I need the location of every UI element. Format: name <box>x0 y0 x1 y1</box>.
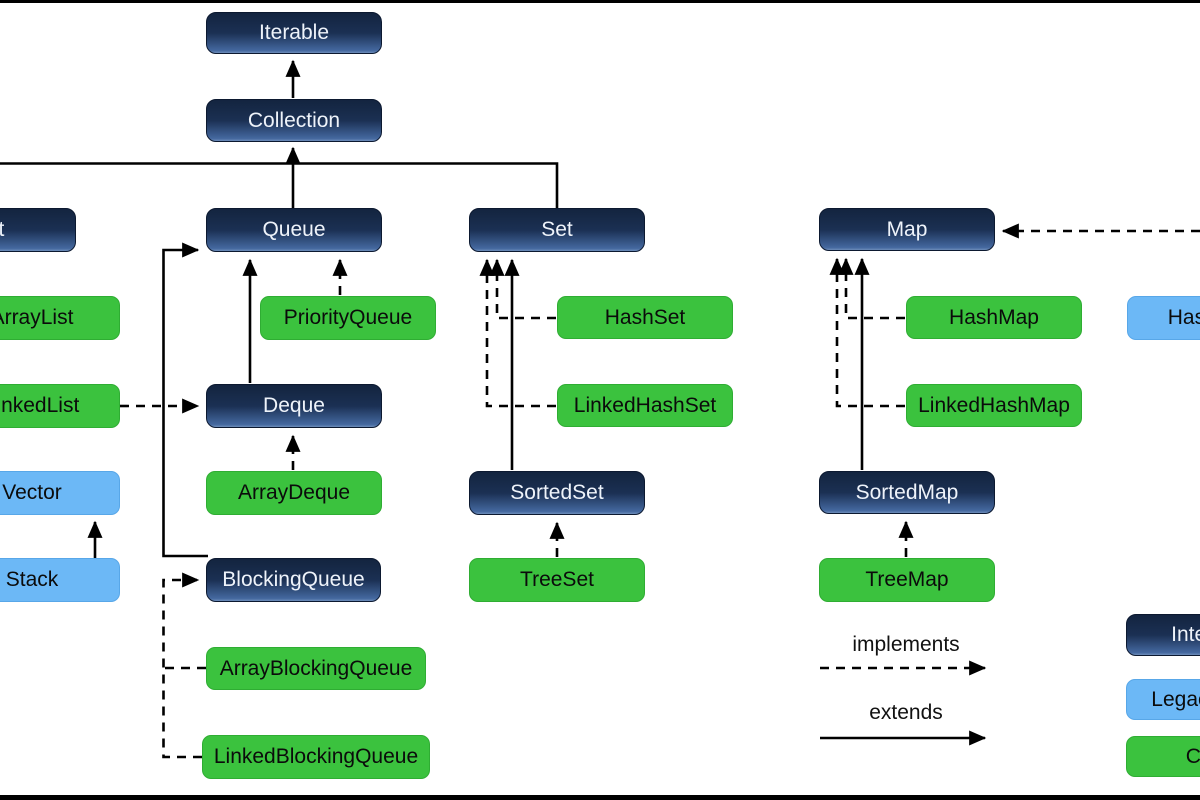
legend-class-box: Class <box>1126 736 1200 777</box>
edge-linkedhashmap-implements-map <box>829 257 905 408</box>
edge-linkedhashset-implements-set <box>479 258 556 408</box>
edge-hashset-implements-set <box>489 258 556 320</box>
edge-linkedblockingqueue-implements-blockingqueue <box>162 572 202 759</box>
legend-interface-box: Interface <box>1126 614 1200 656</box>
canvas-border-top <box>0 0 1200 3</box>
node-sortedmap: SortedMap <box>819 471 995 514</box>
node-iterable: Iterable <box>206 12 382 54</box>
node-hashtable: Hashtable <box>1127 296 1200 340</box>
node-queue: Queue <box>206 208 382 252</box>
node-collection: Collection <box>206 99 382 142</box>
node-deque: Deque <box>206 384 382 428</box>
node-arraylist: ArrayList <box>0 296 120 340</box>
node-stack: Stack <box>0 558 120 602</box>
node-hashmap: HashMap <box>906 296 1082 339</box>
edge-trunk-horizontal-to-set <box>0 162 559 208</box>
node-linkedhashset: LinkedHashSet <box>557 384 733 427</box>
edge-hashmap-implements-map <box>838 257 905 320</box>
node-blockingqueue: BlockingQueue <box>206 558 381 602</box>
node-vector: Vector <box>0 471 120 515</box>
node-map: Map <box>819 208 995 251</box>
legend-extends-label: extends <box>869 701 943 724</box>
node-sortedset: SortedSet <box>469 471 645 515</box>
node-set: Set <box>469 208 645 252</box>
node-priorityqueue: PriorityQueue <box>260 296 436 340</box>
node-linkedblockingqueue: LinkedBlockingQueue <box>202 735 430 779</box>
canvas-border-bottom <box>0 795 1200 800</box>
node-linkedhashmap: LinkedHashMap <box>906 384 1082 427</box>
node-treemap: TreeMap <box>819 558 995 602</box>
edge-blockingqueue-extends-queue <box>162 242 208 558</box>
legend-legacy-box: Legacy class <box>1126 679 1200 720</box>
node-arraydeque: ArrayDeque <box>206 471 382 515</box>
node-treeset: TreeSet <box>469 558 645 602</box>
node-linkedlist: LinkedList <box>0 384 120 428</box>
node-arrayblockingqueue: ArrayBlockingQueue <box>206 647 426 690</box>
legend-implements-label: implements <box>852 633 960 656</box>
node-list: List <box>0 208 76 252</box>
node-hashset: HashSet <box>557 296 733 339</box>
